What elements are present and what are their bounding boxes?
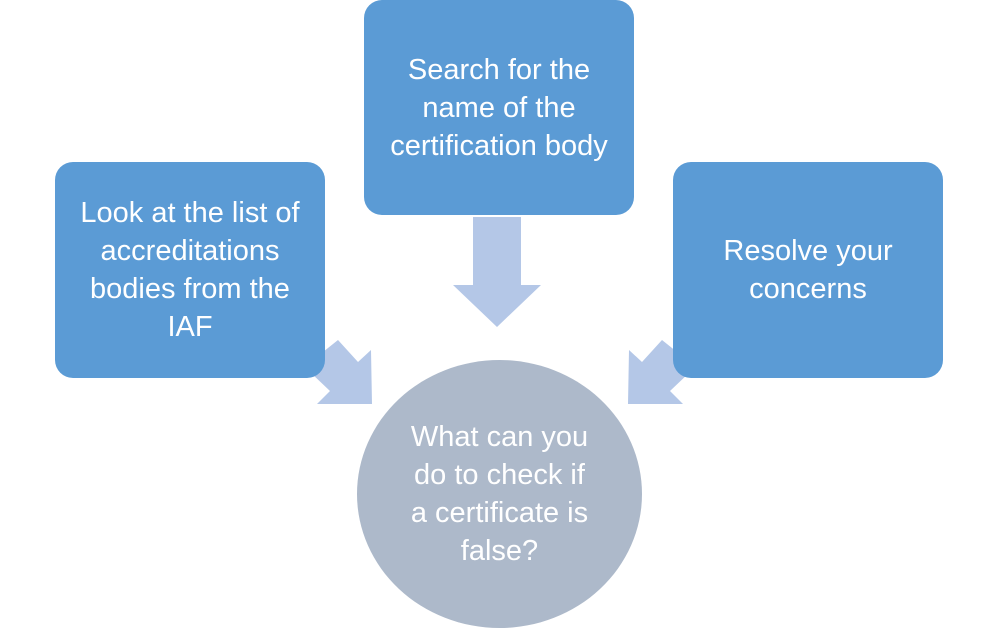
step-box-accreditation-list: Look at the list of accreditations bodie… [55,162,325,378]
step-label: Resolve your concerns [723,235,893,305]
step-box-resolve-concerns: Resolve your concerns [673,162,943,378]
center-question-circle: What can you do to check if a certificat… [357,360,642,628]
center-question-label: What can you do to check if a certificat… [410,421,589,567]
arrow-left-to-center [310,340,372,404]
step-label: Search for the name of the certification… [390,53,608,162]
step-label: Look at the list of accreditations bodie… [80,197,300,343]
arrow-down [453,217,541,327]
step-box-search-certification-body: Search for the name of the certification… [364,0,634,215]
